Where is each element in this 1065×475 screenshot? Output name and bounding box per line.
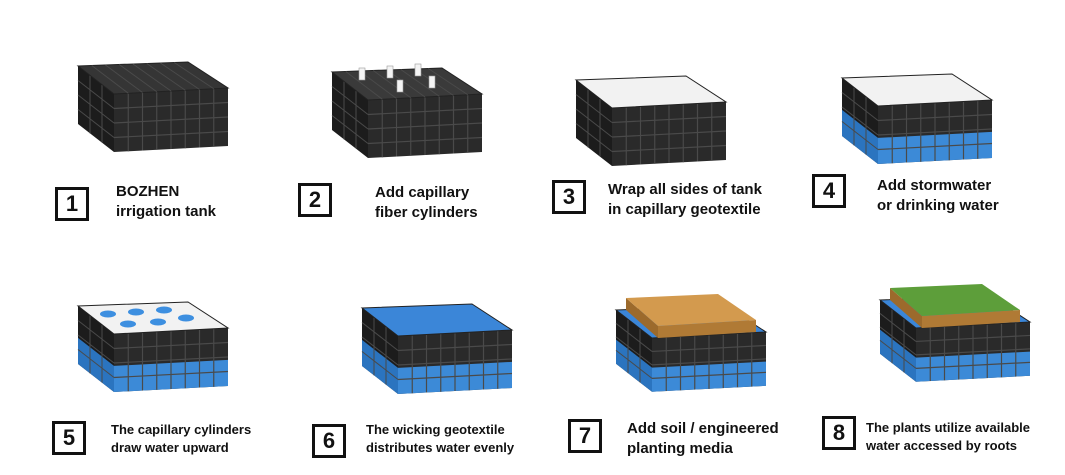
step-caption-line: in capillary geotextile bbox=[608, 201, 761, 218]
step-caption-line: Wrap all sides of tank bbox=[608, 181, 762, 198]
tank-illustration-5 bbox=[76, 301, 230, 392]
step-caption-line: draw water upward bbox=[111, 440, 229, 455]
step-caption-line: water accessed by roots bbox=[866, 438, 1018, 453]
step-number-badge: 2 bbox=[298, 183, 332, 217]
step-caption-line: The wicking geotextile bbox=[366, 422, 505, 437]
step-caption-line: Add soil / engineered bbox=[627, 420, 779, 437]
step-number-badge: 7 bbox=[568, 419, 602, 453]
step-caption-line: distributes water evenly bbox=[366, 440, 515, 455]
step-caption: Wrap all sides of tank in capillary geote… bbox=[608, 180, 762, 220]
tank-illustration-6 bbox=[360, 303, 514, 394]
step-number-badge: 3 bbox=[552, 180, 586, 214]
step-number-badge: 4 bbox=[812, 174, 846, 208]
step-number-badge: 1 bbox=[55, 187, 89, 221]
step-caption-line: Add stormwater bbox=[877, 177, 992, 194]
step-caption: The plants utilize available water access… bbox=[866, 419, 1030, 455]
tank-illustration-8 bbox=[878, 284, 1032, 382]
step-caption: The capillary cylinders draw water upward bbox=[111, 421, 251, 457]
step-caption-line: Add capillary bbox=[375, 184, 470, 201]
step-caption-line: The capillary cylinders bbox=[111, 422, 252, 437]
step-caption: Add capillary fiber cylinders bbox=[375, 183, 478, 223]
step-caption-line: BOZHEN bbox=[116, 183, 180, 200]
step-caption: BOZHEN irrigation tank bbox=[116, 182, 216, 222]
step-number-badge: 6 bbox=[312, 424, 346, 458]
step-caption-line: planting media bbox=[627, 440, 733, 457]
step-caption: Add stormwater or drinking water bbox=[877, 176, 999, 216]
tank-illustration-7 bbox=[614, 294, 768, 392]
step-caption-line: The plants utilize available bbox=[866, 420, 1030, 435]
step-caption: Add soil / engineered planting media bbox=[627, 419, 779, 459]
tank-illustration-3 bbox=[574, 75, 728, 166]
step-caption-line: irrigation tank bbox=[116, 203, 217, 220]
step-number-badge: 5 bbox=[52, 421, 86, 455]
tank-illustration-2 bbox=[330, 63, 484, 158]
step-caption-line: fiber cylinders bbox=[375, 204, 478, 221]
tank-illustration-1 bbox=[76, 61, 230, 152]
step-caption-line: or drinking water bbox=[877, 197, 999, 214]
step-caption: The wicking geotextile distributes water … bbox=[366, 421, 514, 457]
tank-illustration-4 bbox=[840, 73, 994, 164]
step-number-badge: 8 bbox=[822, 416, 856, 450]
